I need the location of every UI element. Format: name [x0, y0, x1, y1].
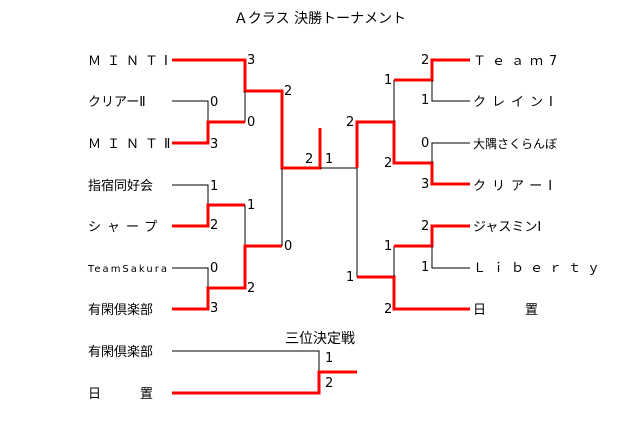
- score: 1: [421, 93, 429, 108]
- score: 3: [421, 177, 429, 192]
- score: 2: [346, 115, 354, 130]
- score: 3: [210, 301, 218, 316]
- third-place-team-1: 有閑倶楽部: [88, 344, 153, 360]
- score: 2: [210, 218, 218, 233]
- score: 0: [210, 95, 218, 110]
- score: 2: [384, 156, 392, 171]
- score: 1: [421, 260, 429, 275]
- team-right-7: 日 置: [473, 303, 538, 318]
- team-left-2: クリアーⅡ: [88, 95, 146, 110]
- score: 1: [384, 73, 392, 88]
- team-left-3: ＭＩＮＴⅡ: [88, 137, 176, 152]
- team-right-2: クレインⅠ: [473, 95, 559, 110]
- score: 0: [284, 239, 292, 254]
- score: 1: [247, 198, 255, 213]
- score: 2: [421, 219, 429, 234]
- score: 1: [210, 179, 218, 194]
- team-right-3: 大隅さくらんぼ: [473, 137, 557, 151]
- team-left-4: 指宿同好会: [88, 178, 153, 194]
- scores: 3 0 3 1 2 0 3 0 1 2 2 0 2 1 2 1 1 2 1 2 …: [210, 53, 429, 391]
- score: 2: [247, 281, 255, 296]
- score: 1: [346, 270, 354, 285]
- team-left-7: 有閑倶楽部: [88, 302, 153, 318]
- team-right-6: Ｌｉｂｅｒｔｙ: [473, 261, 606, 276]
- third-place-team-2: 日 置: [88, 387, 153, 402]
- left-bracket-lines: [172, 58, 357, 311]
- score: 2: [284, 84, 292, 99]
- bracket-title: Ａクラス 決勝トーナメント: [234, 11, 406, 27]
- team-left-5: シャープ: [88, 220, 163, 235]
- score: 0: [247, 115, 255, 130]
- score: 1: [384, 239, 392, 254]
- third-place-title: 三位決定戦: [285, 331, 355, 347]
- third-place-lines: [172, 350, 357, 395]
- score: 3: [210, 137, 218, 152]
- score: 0: [421, 136, 429, 151]
- team-right-1: Ｔｅａｍ7: [473, 54, 563, 69]
- score: 1: [325, 351, 333, 366]
- score: 0: [210, 261, 218, 276]
- score: 3: [247, 53, 255, 68]
- score: 2: [325, 376, 333, 391]
- team-left-6: TeamSakura: [87, 264, 169, 275]
- score: 1: [325, 152, 333, 167]
- right-bracket-lines: [355, 58, 470, 311]
- score: 2: [421, 53, 429, 68]
- team-right-4: クリアーⅠ: [473, 179, 558, 194]
- team-right-5: ジャスミンⅠ: [473, 220, 541, 235]
- score: 2: [384, 302, 392, 317]
- team-left-1: ＭＩＮＴⅠ: [88, 54, 174, 69]
- score: 2: [305, 152, 313, 167]
